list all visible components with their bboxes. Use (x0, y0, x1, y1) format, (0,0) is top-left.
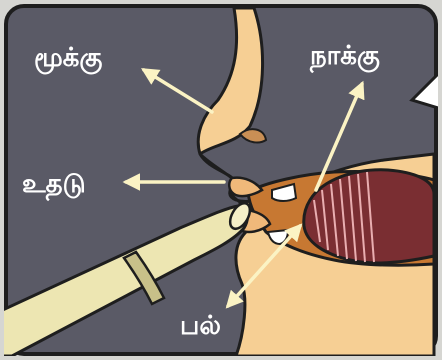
tongue-label: நாக்கு (309, 41, 380, 73)
diagram-frame: மூக்கு நாக்கு உதடு பல் (4, 4, 438, 356)
nose-label: மூக்கு (34, 43, 102, 75)
mouth-diagram: மூக்கு நாக்கு உதடு பல் (4, 4, 438, 356)
tooth-label: பல் (180, 311, 221, 341)
lips-label: உதடு (22, 169, 86, 201)
